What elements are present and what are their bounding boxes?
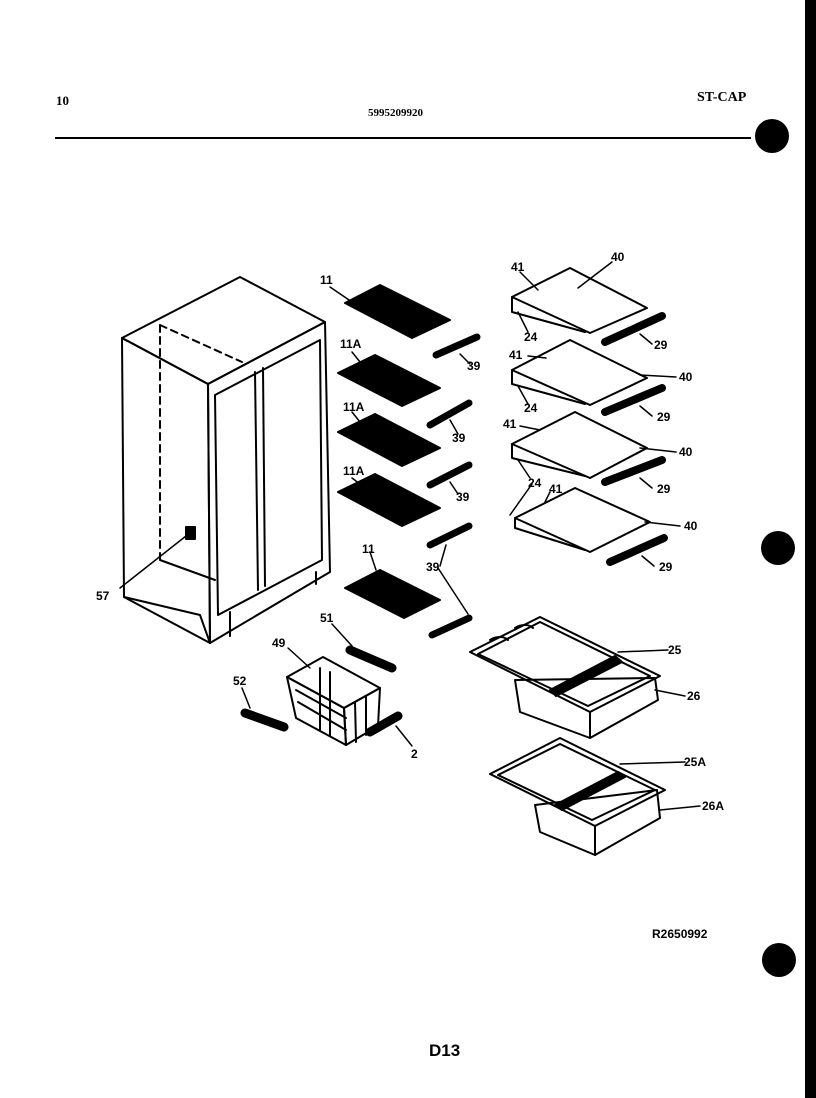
binder-hole-top	[755, 119, 789, 153]
cabinet-shelf-2	[337, 351, 441, 407]
label-glass-shelf-1-rail: 29	[654, 338, 668, 352]
shelf-supports	[426, 333, 481, 639]
crisper-cover-lower	[489, 737, 686, 827]
label-basket-rail: 51	[320, 611, 334, 625]
binder-hole-bottom	[762, 943, 796, 977]
crisper-pan	[514, 677, 686, 739]
label-glass-shelf-1-frame: 41	[511, 260, 525, 274]
page-code: D13	[429, 1041, 461, 1060]
model-number: 5995209920	[368, 107, 423, 119]
cabinet-shelf-3	[337, 411, 441, 467]
label-glass-shelf-1-clip: 24	[524, 330, 538, 344]
basket-support-right	[365, 711, 413, 747]
label-crisper-cover-lower: 25A	[684, 755, 706, 769]
label-cabinet-shelf-top: 11	[320, 273, 333, 287]
cabinet-shelves	[329, 284, 451, 619]
label-cabinet-shelf-4: 11A	[343, 464, 365, 478]
label-glass-shelf-4-frame: 41	[549, 482, 563, 496]
label-support-2: 39	[452, 431, 466, 445]
header-rule	[55, 137, 751, 139]
glass-shelf-4	[509, 483, 681, 553]
label-basket: 49	[272, 636, 286, 650]
label-light-switch: 57	[96, 589, 110, 603]
label-support-1: 39	[467, 359, 481, 373]
label-crisper-pan: 26	[687, 689, 701, 703]
label-crisper-cover: 25	[668, 643, 682, 657]
light-switch	[119, 535, 187, 589]
label-glass-shelf-3-rail: 29	[657, 482, 671, 496]
label-glass-shelf-3-glass: 40	[679, 445, 693, 459]
cabinet-outline	[121, 276, 331, 644]
page-number: 10	[56, 93, 69, 108]
glass-shelf-rails	[601, 312, 668, 566]
label-support-3: 39	[456, 490, 470, 504]
glass-shelf-2	[511, 339, 677, 406]
label-support-4: 39	[426, 560, 440, 574]
label-basket-support-left: 52	[233, 674, 247, 688]
label-glass-shelf-2-glass: 40	[679, 370, 693, 384]
label-glass-shelf-4-glass: 40	[684, 519, 698, 533]
label-glass-shelf-2-clip: 24	[524, 401, 538, 415]
cabinet-shelf-4	[337, 473, 441, 527]
glass-shelf-1	[511, 261, 648, 334]
label-glass-shelf-4-rail: 29	[659, 560, 673, 574]
page-edge-bar	[805, 0, 816, 1098]
label-glass-shelf-1-glass: 40	[611, 250, 625, 264]
label-glass-shelf-2-frame: 41	[509, 348, 523, 362]
crisper-cover	[469, 616, 669, 713]
basket-support-left	[240, 687, 289, 732]
glass-shelf-3	[511, 411, 677, 479]
label-basket-support-right: 2	[411, 747, 418, 761]
label-crisper-pan-lower: 26A	[702, 799, 724, 813]
label-cabinet-shelf-2: 11A	[340, 337, 362, 351]
cabinet-shelf-bottom	[344, 551, 441, 619]
crisper-pan-lower	[534, 789, 701, 856]
glass-shelves	[509, 261, 681, 553]
label-glass-shelf-2-rail: 29	[657, 410, 671, 424]
cabinet-shelf-top	[329, 284, 451, 339]
section-code: ST-CAP	[697, 90, 747, 105]
basket	[286, 647, 381, 746]
basket-rail	[331, 623, 397, 673]
label-cabinet-shelf-3: 11A	[343, 400, 365, 414]
label-glass-shelf-3-clip: 24	[528, 476, 542, 490]
label-glass-shelf-3-frame: 41	[503, 417, 517, 431]
drawing-number: R2650992	[652, 927, 708, 941]
label-cabinet-shelf-bottom: 11	[362, 542, 375, 556]
binder-hole-middle	[761, 531, 795, 565]
